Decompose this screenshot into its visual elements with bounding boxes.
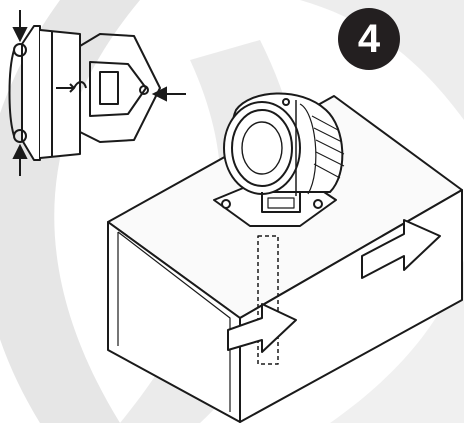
sensor-device	[213, 92, 345, 227]
squeeze-arrows	[12, 10, 186, 176]
inset-bracket-detail	[8, 25, 161, 161]
step-number-badge: 4	[338, 8, 400, 70]
flow-arrows	[227, 219, 441, 353]
